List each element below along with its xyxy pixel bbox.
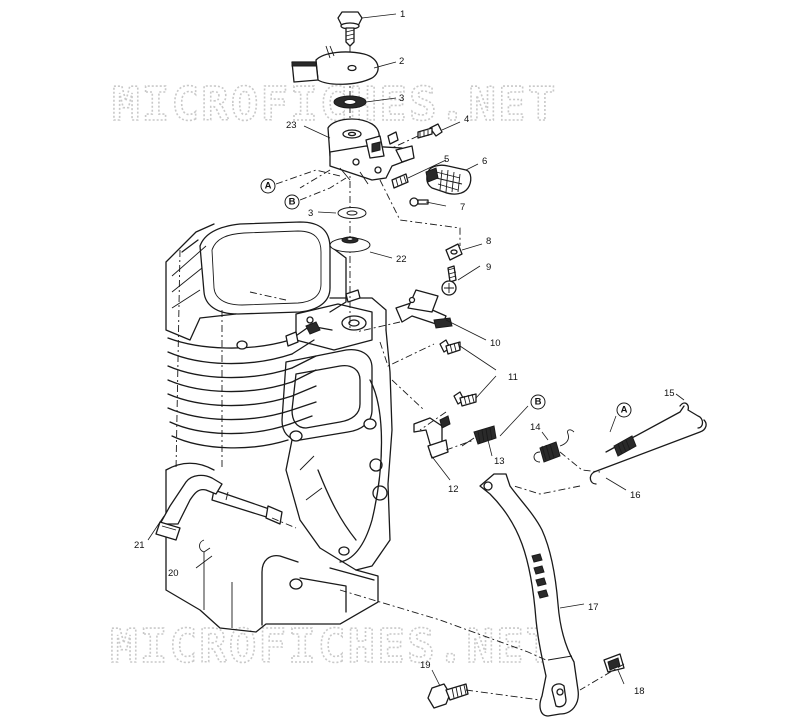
callout-15: 15 [664,388,675,399]
callout-7: 7 [460,202,465,213]
callout-20: 20 [168,568,179,579]
part-12-bracket [413,415,451,459]
callout-6: 6 [482,156,487,167]
watermark-bottom: MICROFICHES.NET [110,619,555,673]
callout-14: 14 [530,422,541,433]
callout-1: 1 [400,9,405,20]
ref-circle-b-right: B [530,394,546,410]
callout-11: 11 [508,372,518,383]
part-19-bolt [427,683,469,709]
callout-10: 10 [490,338,501,349]
part-7-screw [409,197,429,207]
callout-4: 4 [464,114,469,125]
callout-21: 21 [134,540,145,551]
callout-12: 12 [448,484,459,495]
engine-block [165,221,393,633]
callout-5: 5 [444,154,449,165]
part-23-governor-arm [327,118,415,185]
part-8-nut [445,243,463,261]
hidden-lines [249,169,625,701]
callout-19: 19 [420,660,431,671]
part-11-bolt-a [439,339,461,355]
part-4-screw [391,123,443,149]
part-15-link-rod [605,402,704,457]
callout-9: 9 [486,262,491,273]
callout-16: 16 [630,490,641,501]
part-10-bracket [395,289,453,329]
part-20-pin [211,489,283,525]
part-6-knob [425,164,472,195]
clip-20 [199,539,211,553]
ref-circle-a-top: A [260,178,276,194]
callout-22: 22 [396,254,407,265]
callout-2: 2 [399,56,404,67]
ref-letter-b: B [289,197,296,208]
ref-letter-a: A [265,181,272,192]
part-16-link-rod [589,419,707,485]
callout-17: 17 [588,602,599,613]
part-3-washer-lower [337,207,367,219]
callout-3-lower: 3 [308,208,313,219]
callout-labels: 1 2 3 4 5 6 7 8 9 10 11 12 13 14 15 16 1… [134,9,675,697]
part-9-screw [441,265,457,296]
part-13-spring [461,425,497,447]
ref-circle-b-top: B [284,194,300,210]
ref-circle-a-right: A [616,402,632,418]
callout-3: 3 [399,93,404,104]
part-3-washer-top [333,95,367,109]
part-2-plate [291,45,379,85]
ref-letter-b-right: B [535,397,542,408]
part-22-washer [329,236,371,253]
part-11-bolt-b [453,391,477,407]
watermark-top: MICROFICHES.NET [112,77,557,131]
ref-letter-a-right: A [621,405,628,416]
part-21-lever [155,474,223,541]
part-17-control-lever [479,473,579,717]
part-14-spring [533,429,575,463]
part-18-nut [603,653,625,673]
part-1-bolt [337,11,363,47]
callout-23: 23 [286,120,297,131]
callout-18: 18 [634,686,645,697]
part-5-spring-screw [391,173,409,189]
callout-13: 13 [494,456,505,467]
leader-lines [147,13,685,687]
callout-8: 8 [486,236,491,247]
